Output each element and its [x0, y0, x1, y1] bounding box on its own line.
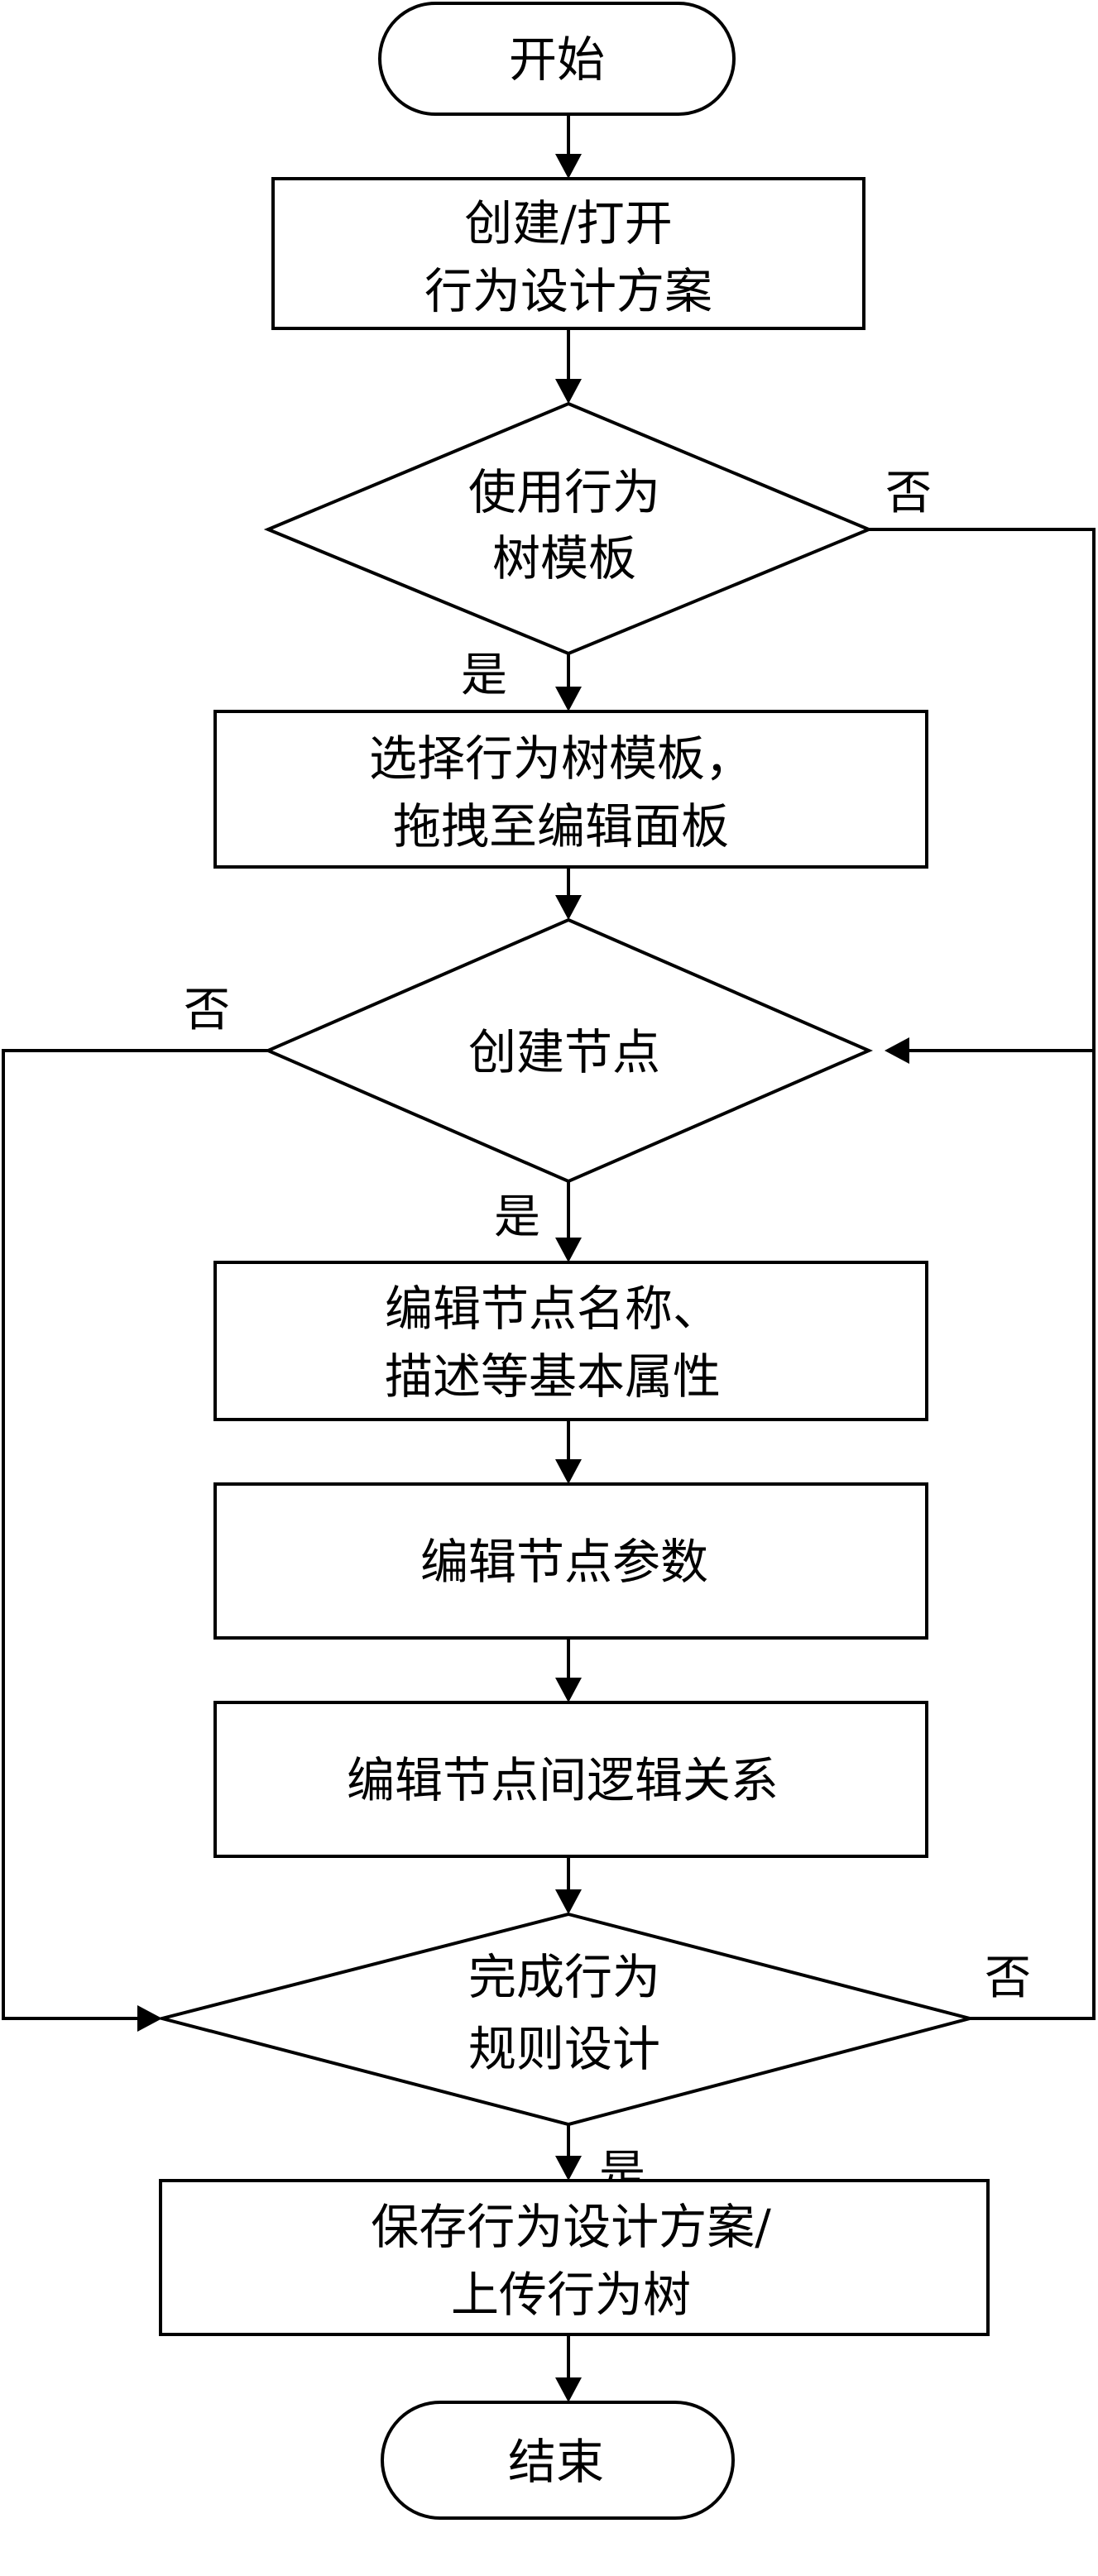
- edge-label-no: 否: [885, 467, 932, 520]
- edge-start-to-create-open: [555, 114, 582, 179]
- edge-label-no: 否: [985, 1951, 1031, 2005]
- create-open-process: 创建/打开 行为设计方案: [271, 177, 865, 330]
- create-open-label-line1: 创建/打开: [464, 195, 673, 251]
- use-template-decision: 使用行为 树模板: [263, 401, 874, 656]
- save-upload-label-line2: 上传行为树: [451, 2267, 691, 2323]
- edit-basic-label-line1: 编辑节点名称、: [385, 1281, 721, 1337]
- edge-label-no: 否: [184, 984, 230, 1037]
- edge-create-open-to-use-template: [555, 328, 582, 404]
- edge-edit-logic-to-complete-design: [555, 1856, 582, 1914]
- edge-create-node-no: 否: [2, 984, 268, 2032]
- edit-logic-process: 编辑节点间逻辑关系: [213, 1701, 928, 1858]
- create-open-label-line2: 行为设计方案: [424, 263, 712, 319]
- end-label: 结束: [508, 2434, 604, 2490]
- edge-use-template-no: 否: [869, 467, 1096, 1064]
- edge-edit-basic-to-edit-params: [555, 1420, 582, 1484]
- edge-edit-params-to-edit-logic: [555, 1638, 582, 1702]
- edge-select-template-to-create-node: [555, 867, 582, 920]
- complete-design-decision: 完成行为 规则设计: [156, 1912, 976, 2127]
- create-node-decision: 创建节点: [263, 917, 874, 1184]
- select-template-process: 选择行为树模板， 拖拽至编辑面板: [213, 710, 928, 869]
- complete-design-label-line2: 规则设计: [468, 2021, 660, 2077]
- end-terminal: 结束: [381, 2401, 735, 2520]
- edge-save-upload-to-end: [555, 2334, 582, 2402]
- edit-params-label: 编辑节点参数: [420, 1534, 708, 1590]
- edge-create-node-yes: 是: [494, 1181, 582, 1262]
- edit-basic-label-line2: 描述等基本属性: [385, 1348, 721, 1405]
- create-node-label: 创建节点: [468, 1024, 660, 1080]
- select-template-label-line1: 选择行为树模板，: [369, 730, 753, 787]
- select-template-label-line2: 拖拽至编辑面板: [393, 798, 729, 855]
- start-terminal: 开始: [378, 2, 736, 116]
- save-upload-process: 保存行为设计方案/ 上传行为树: [159, 2179, 990, 2336]
- edit-basic-properties-process: 编辑节点名称、 描述等基本属性: [213, 1261, 928, 1421]
- edge-use-template-yes: 是: [461, 649, 582, 711]
- complete-design-label-line1: 完成行为: [468, 1949, 660, 2005]
- edge-label-yes: 是: [494, 1190, 540, 1244]
- edit-logic-label: 编辑节点间逻辑关系: [347, 1752, 779, 1808]
- use-template-label-line1: 使用行为: [468, 464, 660, 520]
- edge-label-yes: 是: [461, 649, 507, 702]
- save-upload-label-line1: 保存行为设计方案/: [371, 2199, 771, 2255]
- edit-params-process: 编辑节点参数: [213, 1482, 928, 1640]
- use-template-label-line2: 树模板: [492, 530, 636, 587]
- start-label: 开始: [509, 31, 605, 88]
- edge-complete-design-no: 否: [970, 1051, 1096, 2020]
